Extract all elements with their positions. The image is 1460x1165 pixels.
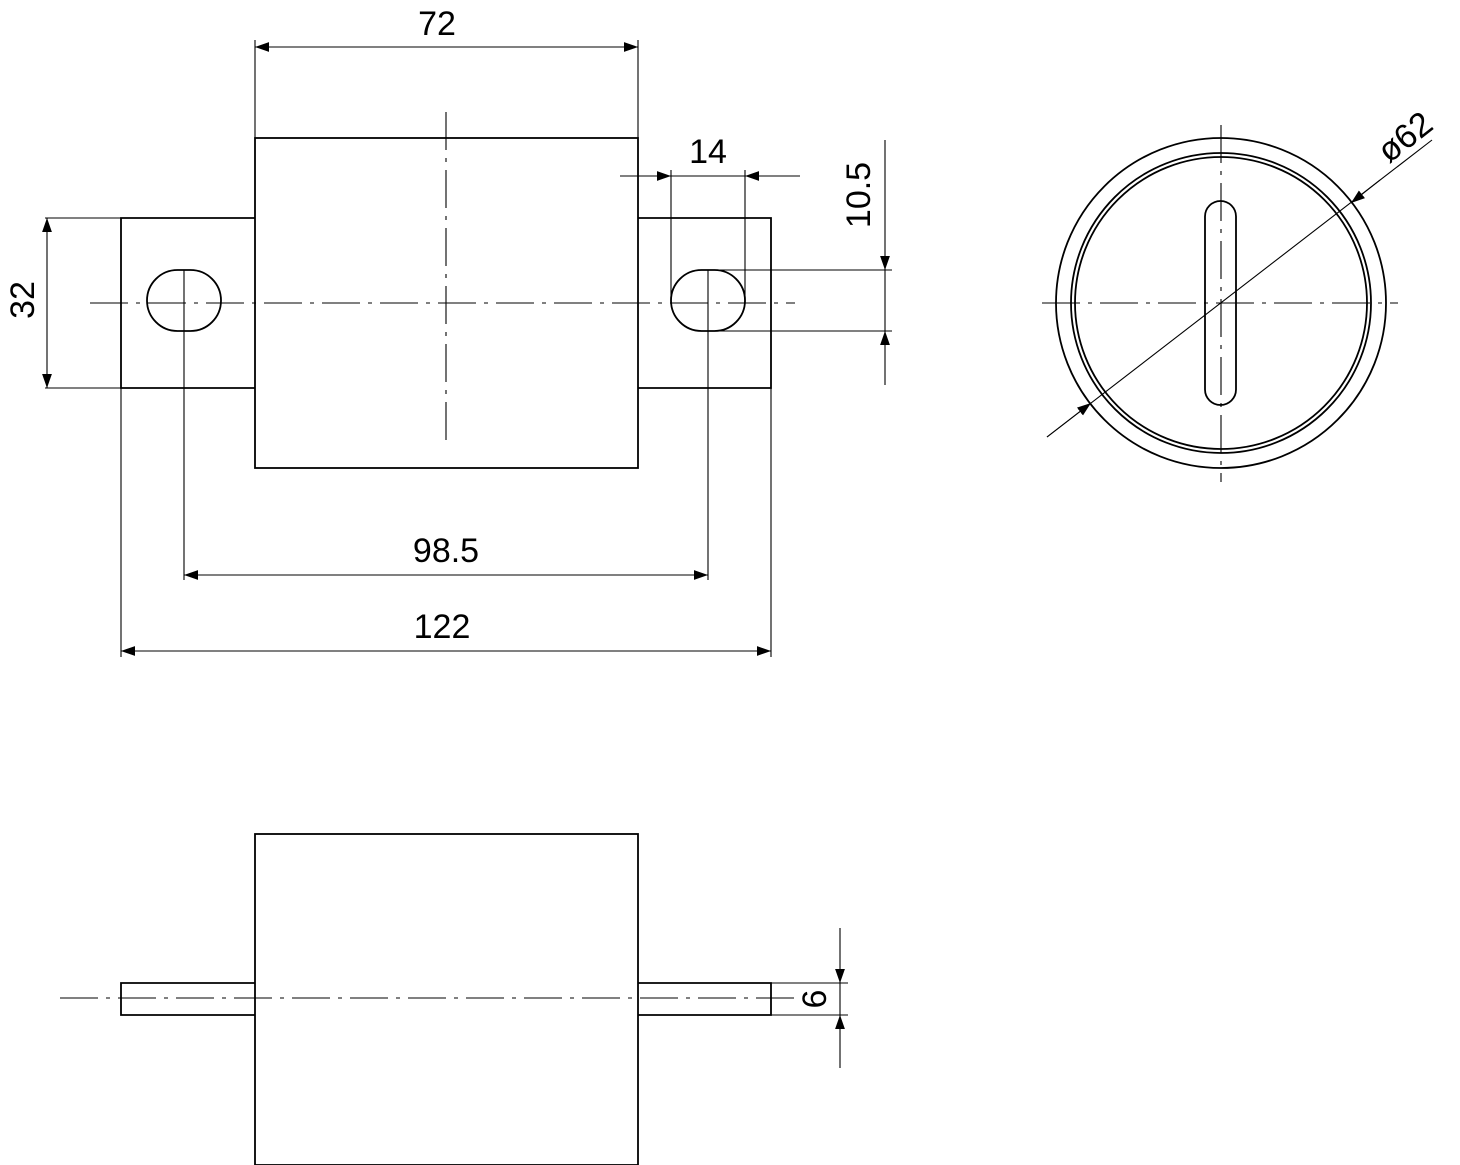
right-terminal bbox=[638, 217, 772, 389]
dim-label-body-length: 72 bbox=[418, 5, 456, 43]
dim-label-hole-spacing: 98.5 bbox=[413, 532, 479, 570]
dim-label-slot-width: 10.5 bbox=[840, 162, 878, 228]
dim-label-body-diameter: ø62 bbox=[1370, 104, 1440, 170]
front-view: 72 32 14 10.5 98.5 122 bbox=[4, 5, 892, 657]
dim-label-overall-length: 122 bbox=[414, 608, 471, 646]
end-view: ø62 bbox=[1042, 104, 1440, 482]
dim-label-slot-length: 14 bbox=[689, 133, 727, 171]
right-terminal-side bbox=[638, 982, 772, 1016]
side-view: 6 bbox=[60, 833, 848, 1165]
dim-label-terminal-thickness: 6 bbox=[796, 990, 834, 1009]
dim-arrow-diameter-bottom bbox=[1046, 402, 1092, 438]
dim-label-terminal-width: 32 bbox=[4, 281, 42, 319]
left-terminal-side bbox=[120, 982, 255, 1016]
fuse-body-side bbox=[254, 833, 639, 1165]
dim-arrow-diameter-top bbox=[1350, 179, 1381, 204]
